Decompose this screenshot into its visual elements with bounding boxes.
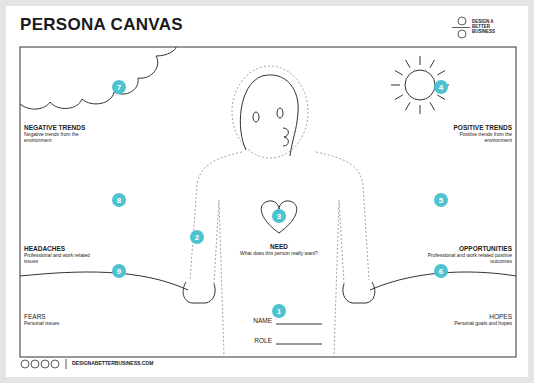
section-heading: NEGATIVE TRENDS bbox=[24, 124, 114, 131]
callout-number-text: 3 bbox=[277, 212, 281, 221]
callout-number: 4 bbox=[434, 80, 448, 94]
sun-ray bbox=[437, 71, 445, 76]
section-description: What does this person really want? bbox=[229, 251, 329, 257]
callout-number-text: 5 bbox=[439, 196, 443, 205]
callout-number: 2 bbox=[190, 230, 204, 244]
logo-line bbox=[452, 27, 470, 28]
right-hand bbox=[343, 282, 375, 303]
sun bbox=[391, 56, 449, 114]
mouth bbox=[283, 128, 288, 146]
body-outline bbox=[190, 66, 369, 356]
sun-disc bbox=[405, 70, 435, 100]
callout-number-text: 2 bbox=[195, 233, 199, 242]
callout-number-text: 4 bbox=[439, 83, 443, 92]
license-icon bbox=[21, 360, 29, 368]
callout-number: 1 bbox=[272, 304, 286, 318]
name-line bbox=[276, 324, 322, 325]
canvas-frame bbox=[20, 47, 516, 357]
sun-ray bbox=[437, 95, 445, 100]
left-arm-outer bbox=[190, 152, 242, 280]
head-outline bbox=[232, 66, 308, 158]
logo-circle bbox=[458, 17, 466, 25]
license-icon bbox=[51, 360, 59, 368]
sun-ray bbox=[395, 71, 403, 76]
heart bbox=[261, 201, 296, 233]
logo-icon bbox=[452, 17, 470, 38]
role-line bbox=[276, 344, 322, 345]
sun-ray bbox=[406, 102, 411, 110]
callout-number-text: 1 bbox=[277, 307, 281, 316]
callout-number-text: 7 bbox=[117, 83, 121, 92]
section-description: Professional and work related positive o… bbox=[427, 253, 512, 265]
license-icon bbox=[41, 360, 49, 368]
eye bbox=[253, 112, 259, 122]
sun-ray bbox=[420, 56, 421, 65]
right-arm-inner bbox=[334, 200, 344, 356]
eye bbox=[277, 108, 283, 118]
section-heading: POSITIVE TRENDS bbox=[422, 124, 512, 131]
right-arm-outer bbox=[316, 152, 369, 280]
sun-ray bbox=[395, 95, 403, 100]
section-description: Negative trends from the environment bbox=[24, 132, 99, 144]
sun-ray bbox=[430, 102, 435, 110]
section-heading: HEADACHES bbox=[24, 245, 114, 252]
callout-number-text: 8 bbox=[117, 196, 121, 205]
field-label: ROLE bbox=[230, 337, 272, 344]
sun-ray bbox=[420, 105, 421, 114]
callout-number: 3 bbox=[272, 209, 286, 223]
footer-text: DESIGNABETTERBUSINESS.COM bbox=[72, 361, 272, 367]
section-description: Personal issues bbox=[24, 321, 104, 327]
field-label: NAME bbox=[230, 317, 272, 324]
section-heading: OPPORTUNITIES bbox=[422, 245, 512, 252]
left-hand bbox=[183, 282, 215, 303]
callout-number: 7 bbox=[112, 80, 126, 94]
callout-number: 8 bbox=[112, 193, 126, 207]
sun-ray bbox=[430, 60, 435, 68]
head-line bbox=[240, 75, 298, 156]
callout-number: 5 bbox=[434, 193, 448, 207]
section-description: Personal goals and hopes bbox=[432, 321, 512, 327]
callout-number: 9 bbox=[112, 264, 126, 278]
sun-ray bbox=[406, 60, 411, 68]
section-description: Professional and work related issues bbox=[24, 253, 104, 265]
license-icons bbox=[21, 359, 66, 369]
sheet bbox=[6, 6, 528, 377]
canvas-title: PERSONA CANVAS bbox=[20, 15, 183, 35]
sun-ray bbox=[391, 85, 400, 86]
head bbox=[20, 75, 516, 344]
section-heading: HOPES bbox=[422, 313, 512, 320]
section-description: Positive trends from the environment bbox=[437, 132, 512, 144]
left-arm-inner bbox=[214, 200, 224, 356]
section-heading: FEARS bbox=[24, 313, 114, 320]
callout-number-text: 6 bbox=[439, 267, 443, 276]
cloud bbox=[20, 47, 176, 109]
callout-number-text: 9 bbox=[117, 267, 121, 276]
footer-divider bbox=[66, 359, 67, 369]
horizon-left bbox=[20, 272, 188, 290]
license-icon bbox=[31, 360, 39, 368]
logo-circle bbox=[458, 30, 466, 38]
logo-text: DESIGN A BETTER BUSINESS bbox=[472, 19, 512, 35]
callout-number: 6 bbox=[434, 264, 448, 278]
section-heading: NEED bbox=[239, 243, 319, 250]
